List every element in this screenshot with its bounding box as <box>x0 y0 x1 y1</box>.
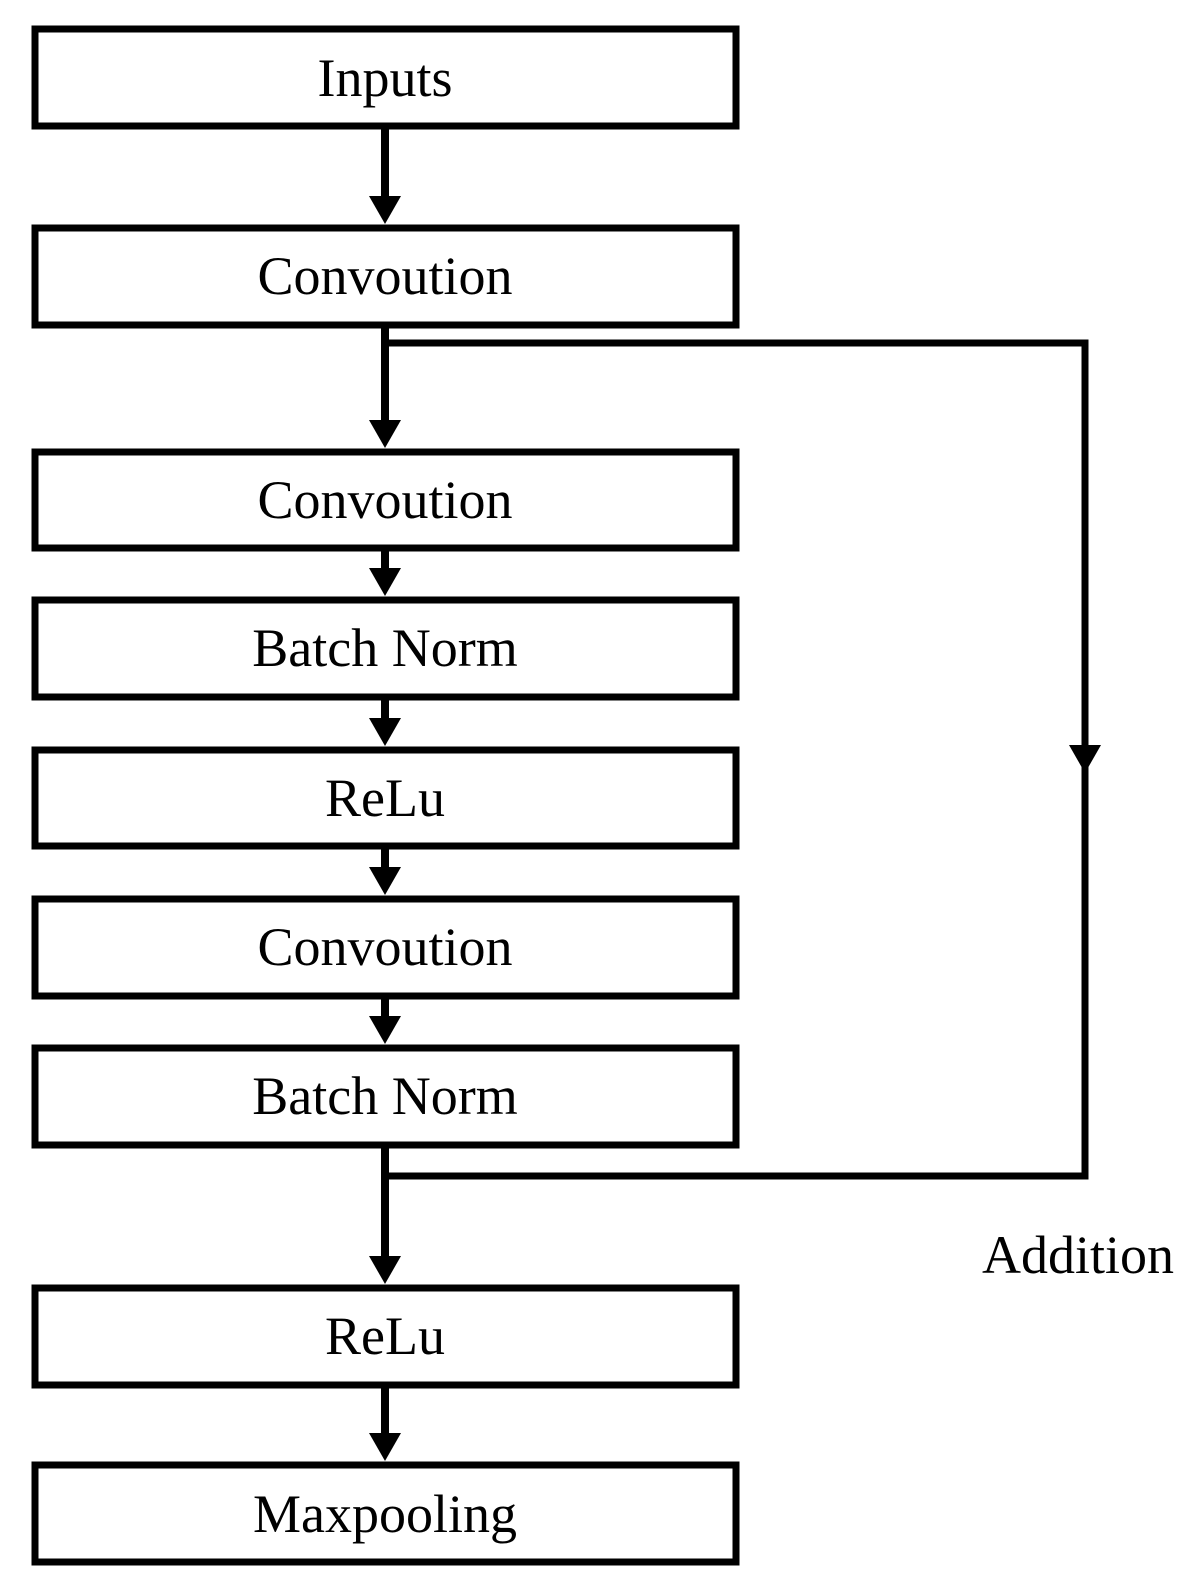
arrow-head-conv2 <box>369 420 401 448</box>
arrow-head-conv3 <box>369 867 401 895</box>
node-conv2-label: Convoution <box>257 470 512 530</box>
node-conv1-label: Convoution <box>257 246 512 306</box>
node-conv3-label: Convoution <box>257 917 512 977</box>
node-maxpool: Maxpooling <box>31 1461 740 1566</box>
node-inputs-label: Inputs <box>318 48 453 108</box>
node-bn2-label: Batch Norm <box>252 1066 517 1126</box>
node-bn1: Batch Norm <box>31 596 740 701</box>
arrow-head-conv1 <box>369 196 401 224</box>
node-conv1: Convoution <box>31 224 740 329</box>
node-relu2-label: ReLu <box>325 1306 445 1366</box>
node-relu1: ReLu <box>31 746 740 850</box>
node-inputs-box <box>31 25 740 130</box>
node-bn1-label: Batch Norm <box>252 618 517 678</box>
node-relu1-label: ReLu <box>325 768 445 828</box>
arrow-head-relu1 <box>369 718 401 746</box>
arrow-head-relu2 <box>369 1256 401 1284</box>
arrow-head-maxpool <box>369 1433 401 1461</box>
node-relu2: ReLu <box>31 1284 740 1389</box>
node-relu1-box <box>31 746 740 850</box>
addition-label: Addition <box>982 1225 1174 1285</box>
arrow-head-bn1 <box>369 568 401 596</box>
skip-arrow-head <box>1069 745 1101 773</box>
node-conv3-box <box>31 895 740 1000</box>
node-conv2: Convoution <box>31 448 740 552</box>
arrow-head-bn2 <box>369 1016 401 1044</box>
node-bn1-box <box>31 596 740 701</box>
node-bn2-box <box>31 1044 740 1149</box>
node-maxpool-label: Maxpooling <box>253 1484 517 1544</box>
node-relu2-box <box>31 1284 740 1389</box>
node-inputs: Inputs <box>31 25 740 130</box>
node-maxpool-box <box>31 1461 740 1566</box>
node-conv1-box <box>31 224 740 329</box>
node-bn2: Batch Norm <box>31 1044 740 1149</box>
node-conv2-box <box>31 448 740 552</box>
skip-connection: Addition <box>385 339 1174 1285</box>
node-conv3: Convoution <box>31 895 740 1000</box>
